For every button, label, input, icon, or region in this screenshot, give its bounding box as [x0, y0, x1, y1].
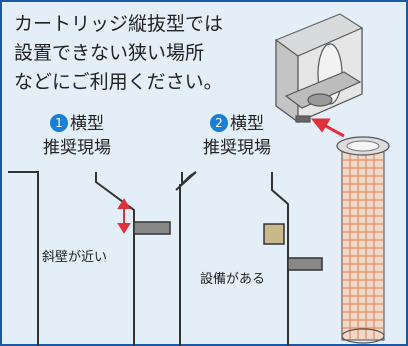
site1-title-line1: 横型: [70, 114, 104, 134]
site1-distance-arrow: [117, 198, 131, 234]
site2-pipe: [287, 257, 323, 271]
housing-unit: [275, 13, 363, 124]
site1-number-badge: 1: [50, 114, 68, 132]
site1-title-line2: 推奨現場: [43, 138, 111, 158]
site1-note: 斜壁が近い: [40, 246, 110, 265]
site1-wall: [8, 171, 135, 346]
insert-arrow: [310, 118, 345, 138]
filter-cartridge: [336, 136, 390, 344]
site2-number-badge: 2: [210, 114, 228, 132]
site2-title-line2: 推奨現場: [203, 138, 271, 158]
intro-text: カートリッジ縦抜型では 設置できない狭い場所 などにご利用ください。: [14, 13, 224, 93]
site2-equipment: [263, 223, 285, 245]
site2-wall: [175, 171, 289, 346]
site2-title-line1: 横型: [230, 114, 264, 134]
site2-note: 設備がある: [198, 268, 268, 287]
site1-pipe: [133, 221, 171, 235]
